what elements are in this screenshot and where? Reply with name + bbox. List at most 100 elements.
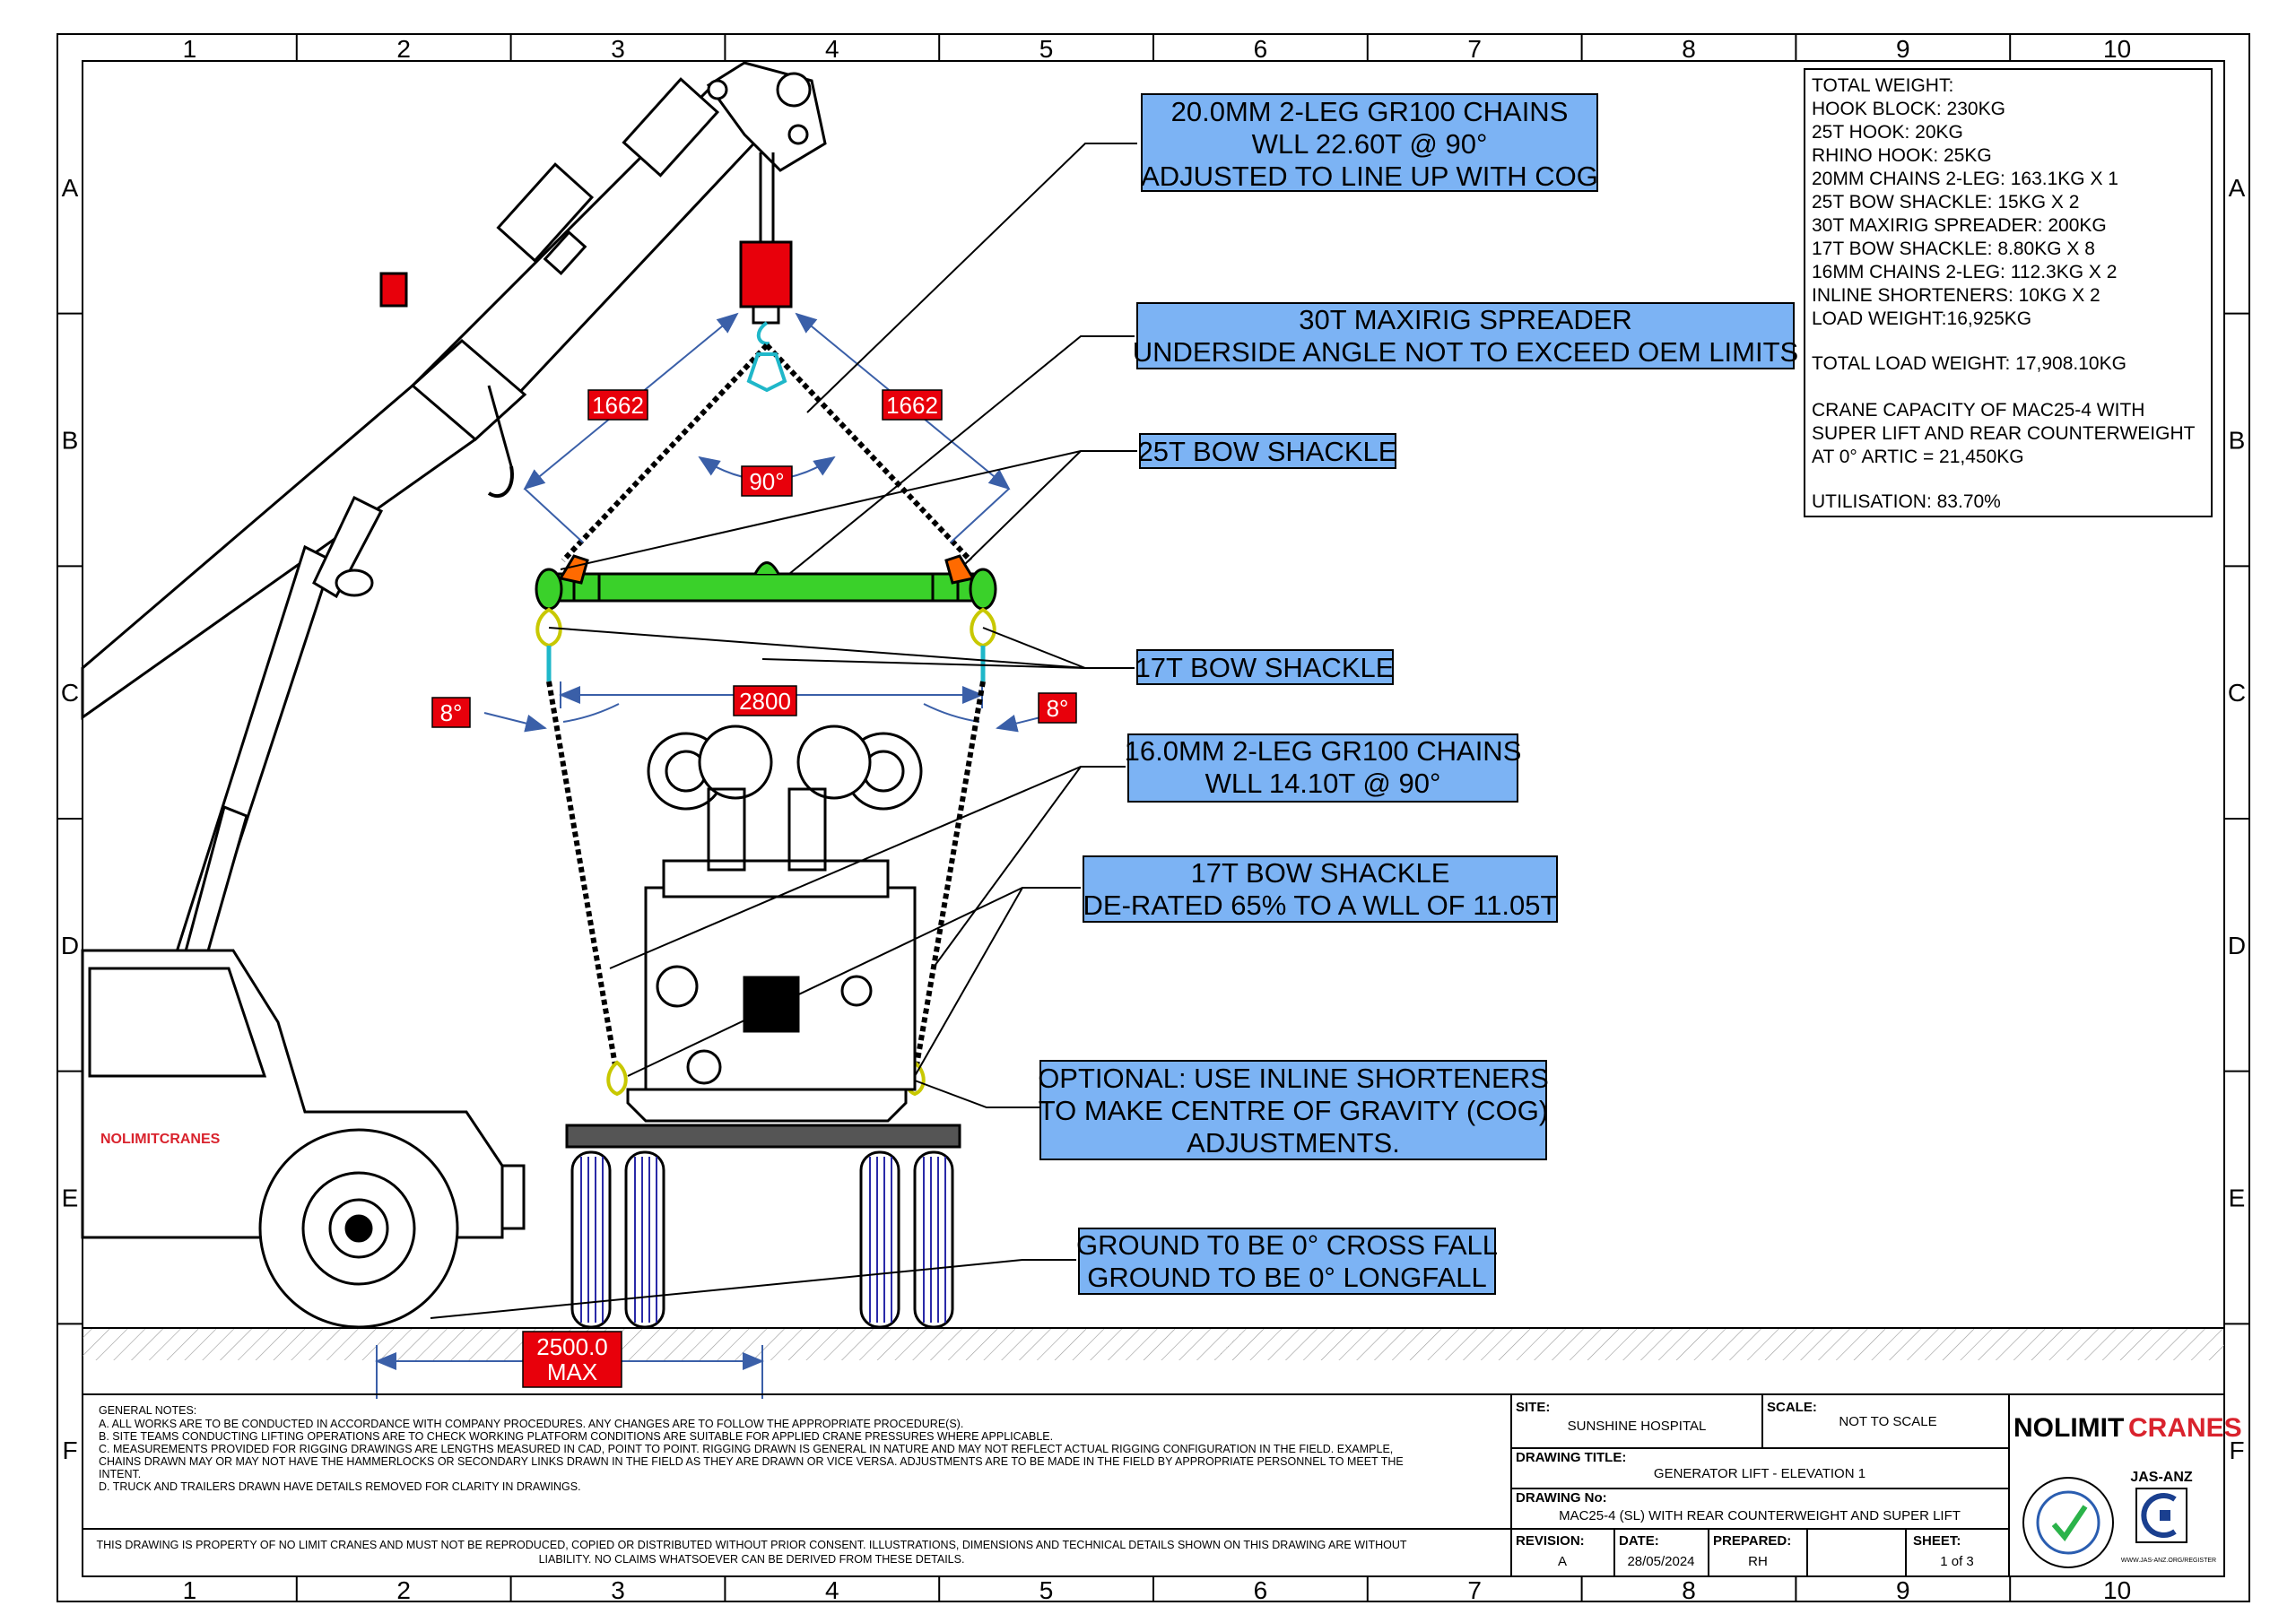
svg-text:MAX: MAX [547, 1358, 597, 1385]
weight-line: 25T BOW SHACKLE: 15KG X 2 [1812, 192, 2079, 213]
sheet-value: 1 of 3 [1940, 1554, 1974, 1569]
crane-carrier [81, 949, 526, 1329]
grid-row-label: E [62, 1185, 79, 1212]
grid-row-label: D [2228, 932, 2246, 959]
grid-col-label: 9 [1896, 35, 1910, 63]
leader-lines [430, 143, 1137, 1319]
grid-col-label: 7 [1467, 1576, 1482, 1604]
grid-col-label: 2 [396, 35, 411, 63]
svg-text:SUPER LIFT AND REAR COUNTERWEI: SUPER LIFT AND REAR COUNTERWEIGHT [1812, 423, 2196, 444]
grid-row-label: C [61, 679, 79, 707]
prepared-value: RH [1748, 1554, 1768, 1569]
weight-line: 30T MAXIRIG SPREADER: 200KG [1812, 215, 2107, 236]
callout-ground: GROUND T0 BE 0° CROSS FALL GROUND TO BE … [1076, 1228, 1498, 1295]
grid-row-label: A [2229, 174, 2246, 202]
svg-text:17T BOW SHACKLE: 17T BOW SHACKLE [1135, 652, 1395, 683]
svg-text:THIS DRAWING IS PROPERTY OF NO: THIS DRAWING IS PROPERTY OF NO LIMIT CRA… [96, 1539, 1406, 1551]
grid-col-label: 3 [611, 1576, 625, 1604]
grid-row-label: B [2229, 427, 2246, 455]
total-load-weight: TOTAL LOAD WEIGHT: 17,908.10KG [1812, 353, 2126, 374]
dim-apex-angle: 90° [741, 465, 793, 497]
svg-text:1662: 1662 [886, 392, 938, 419]
top-chains [561, 343, 973, 563]
svg-text:GENERAL NOTES:: GENERAL NOTES: [99, 1404, 196, 1417]
certification-badge: JAS-ANZ WWW.JAS-ANZ.ORG/REGISTER [2022, 1470, 2216, 1568]
svg-text:90°: 90° [749, 468, 784, 495]
svg-text:GROUND T0 BE 0° CROSS FALL: GROUND T0 BE 0° CROSS FALL [1076, 1229, 1498, 1261]
svg-text:SITE:: SITE: [1516, 1400, 1550, 1415]
svg-text:8°: 8° [1047, 695, 1069, 722]
svg-text:1662: 1662 [592, 392, 644, 419]
callout-shackle-derated: 17T BOW SHACKLE DE-RATED 65% TO A WLL OF… [1083, 855, 1558, 923]
svg-text:ADJUSTMENTS.: ADJUSTMENTS. [1187, 1127, 1400, 1159]
grid-col-label: 8 [1682, 1576, 1696, 1604]
callout-shackle-25t: 25T BOW SHACKLE [1138, 433, 1396, 469]
note-item: D. TRUCK AND TRAILERS DRAWN HAVE DETAILS… [99, 1480, 581, 1493]
svg-text:JAS-ANZ: JAS-ANZ [2130, 1470, 2193, 1485]
general-notes: GENERAL NOTES: A. ALL WORKS ARE TO BE CO… [96, 1404, 1406, 1566]
note-items: A. ALL WORKS ARE TO BE CONDUCTED IN ACCO… [99, 1418, 1404, 1493]
weight-line: 25T HOOK: 20KG [1812, 122, 1963, 143]
weight-line: 17T BOW SHACKLE: 8.80KG X 8 [1812, 239, 2095, 259]
svg-text:17T BOW SHACKLE: 17T BOW SHACKLE [1191, 857, 1450, 889]
svg-text:SHEET:: SHEET: [1913, 1533, 1961, 1549]
grid-row-label: B [62, 427, 79, 455]
callout-spreader: 30T MAXIRIG SPREADER UNDERSIDE ANGLE NOT… [1133, 302, 1798, 369]
grid-col-label: 6 [1254, 1576, 1268, 1604]
grid-row-label: C [2228, 679, 2246, 707]
grid-rows-right: A B C D E F [2224, 174, 2249, 1464]
weight-lines: TOTAL WEIGHT: HOOK BLOCK: 230KG 25T HOOK: … [1812, 75, 2118, 329]
date-value: 28/05/2024 [1627, 1554, 1694, 1569]
svg-text:GROUND TO BE 0° LONGFALL: GROUND TO BE 0° LONGFALL [1087, 1262, 1486, 1293]
svg-text:LIABILITY. NO CLAIMS WHATSOEVE: LIABILITY. NO CLAIMS WHATSOEVER CAN BE D… [539, 1553, 965, 1566]
svg-text:20.0MM 2-LEG GR100 CHAINS: 20.0MM 2-LEG GR100 CHAINS [1171, 96, 1569, 127]
drawing-title: GENERATOR LIFT - ELEVATION 1 [1654, 1466, 1866, 1481]
svg-text:WLL 14.10T @ 90°: WLL 14.10T @ 90° [1205, 768, 1441, 799]
scale-value: NOT TO SCALE [1839, 1414, 1936, 1429]
grid-col-label: 7 [1467, 35, 1482, 63]
svg-text:8°: 8° [440, 699, 463, 726]
grid-col-label: 3 [611, 35, 625, 63]
callout-chains-20mm: 20.0MM 2-LEG GR100 CHAINS WLL 22.60T @ 9… [1141, 93, 1598, 192]
grid-col-label: 4 [825, 35, 839, 63]
callout-optional-shorteners: OPTIONAL: USE INLINE SHORTENERS TO MAKE … [1038, 1060, 1549, 1160]
svg-text:WWW.JAS-ANZ.ORG/REGISTER: WWW.JAS-ANZ.ORG/REGISTER [2121, 1558, 2216, 1564]
weight-line: TOTAL WEIGHT: [1812, 75, 1953, 96]
note-item: INTENT. [99, 1468, 141, 1480]
weight-line: RHINO HOOK: 25KG [1812, 145, 1992, 166]
grid-col-label: 6 [1254, 35, 1268, 63]
svg-text:2800: 2800 [739, 688, 791, 715]
svg-text:2500.0: 2500.0 [536, 1333, 608, 1360]
svg-text:DRAWING No:: DRAWING No: [1516, 1490, 1607, 1506]
grid-col-label: 4 [825, 1576, 839, 1604]
weight-line: 16MM CHAINS 2-LEG: 112.3KG X 2 [1812, 262, 2117, 282]
svg-text:WLL 22.60T @ 90°: WLL 22.60T @ 90° [1252, 128, 1488, 160]
svg-text:TO MAKE CENTRE OF GRAVITY (COG: TO MAKE CENTRE OF GRAVITY (COG) [1039, 1095, 1548, 1126]
hook-block [739, 152, 793, 346]
weight-line: HOOK BLOCK: 230KG [1812, 99, 2005, 119]
grid-col-label: 10 [2103, 35, 2131, 63]
dim-spreader-width: 2800 [733, 685, 797, 716]
bottom-block-lines [83, 1393, 2224, 1576]
grid-row-label: F [2229, 1436, 2244, 1464]
title-block: SITE: SUNSHINE HOSPITAL SCALE: NOT TO SC… [1516, 1400, 1974, 1569]
drawing-number: MAC25-4 (SL) WITH REAR COUNTERWEIGHT AND… [1559, 1508, 1961, 1523]
grid-col-label: 10 [2103, 1576, 2131, 1604]
svg-text:30T MAXIRIG SPREADER: 30T MAXIRIG SPREADER [1299, 304, 1632, 335]
company-logo: NOLIMIT CRANES [2013, 1413, 2242, 1443]
note-item: A. ALL WORKS ARE TO BE CONDUCTED IN ACCO… [99, 1418, 963, 1430]
dim-left-chain: 1662 [587, 389, 648, 421]
svg-text:DRAWING TITLE:: DRAWING TITLE: [1516, 1450, 1626, 1465]
svg-text:DE-RATED 65% TO A WLL OF 11.05: DE-RATED 65% TO A WLL OF 11.05T [1083, 890, 1558, 921]
grid-col-label: 1 [183, 1576, 197, 1604]
grid-row-label: E [2229, 1185, 2246, 1212]
spreader-bar [535, 554, 997, 611]
svg-text:16.0MM 2-LEG GR100 CHAINS: 16.0MM 2-LEG GR100 CHAINS [1125, 735, 1522, 767]
grid-col-label: 1 [183, 35, 197, 63]
note-item: B. SITE TEAMS CONDUCTING LIFTING OPERATI… [99, 1430, 1053, 1443]
note-item: CHAINS DRAWN MAY OR MAY NOT HAVE THE HAM… [99, 1455, 1404, 1468]
